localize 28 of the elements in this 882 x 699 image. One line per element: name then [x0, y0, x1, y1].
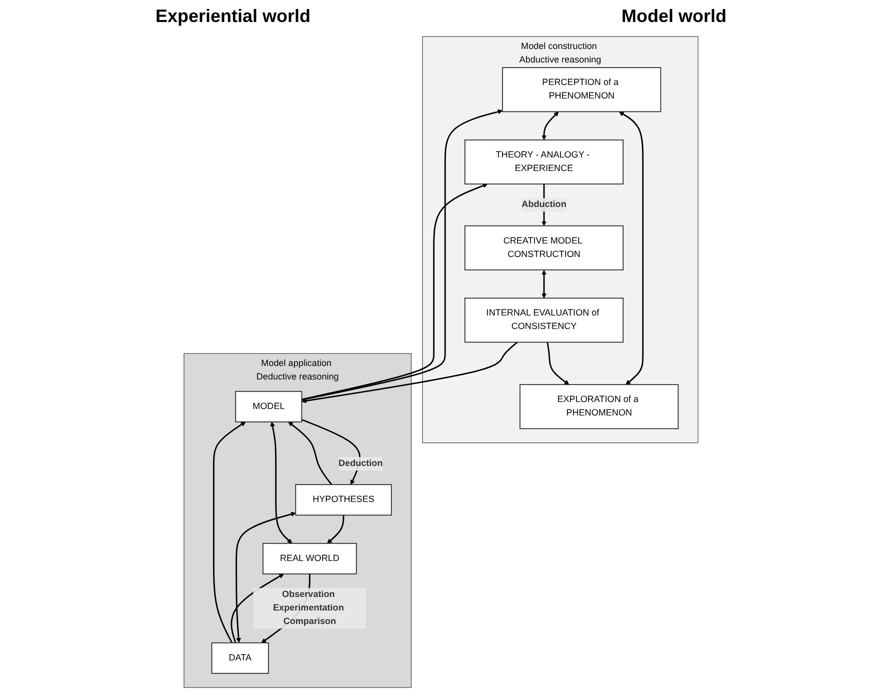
arrow	[301, 418, 361, 485]
arrow	[302, 109, 503, 401]
arrow	[542, 270, 546, 298]
arrow	[546, 342, 570, 385]
node-box: CREATIVE MODEL CONSTRUCTION	[464, 225, 624, 270]
node-box: INTERNAL EVALUATION of CONSISTENCY	[464, 298, 624, 343]
node-box: REAL WORLD	[262, 542, 357, 574]
arrow	[236, 512, 296, 643]
arrow	[230, 574, 284, 644]
column-heading: Experiential world	[155, 6, 311, 28]
arrow	[542, 112, 559, 140]
node-box: MODEL	[235, 390, 302, 422]
node-box: DATA	[211, 642, 269, 674]
arrow	[288, 422, 332, 486]
arrow	[302, 183, 488, 400]
arrow	[327, 515, 344, 544]
arrow	[270, 422, 292, 544]
arrow	[213, 422, 246, 644]
node-box: HYPOTHESES	[295, 484, 392, 516]
arrow	[618, 112, 644, 385]
edge-label: Abduction	[522, 200, 566, 210]
arrow	[301, 342, 518, 404]
node-box: THEORY - ANALOGY - EXPERIENCE	[464, 140, 624, 184]
node-box: PERCEPTION of a PHENOMENON	[502, 67, 662, 112]
node-box: EXPLORATION of a PHENOMENON	[520, 384, 679, 430]
edge-label: Observation Experimentation Comparison	[273, 590, 344, 626]
column-heading: Model world	[622, 6, 726, 28]
edge-label: Deduction	[338, 458, 383, 468]
